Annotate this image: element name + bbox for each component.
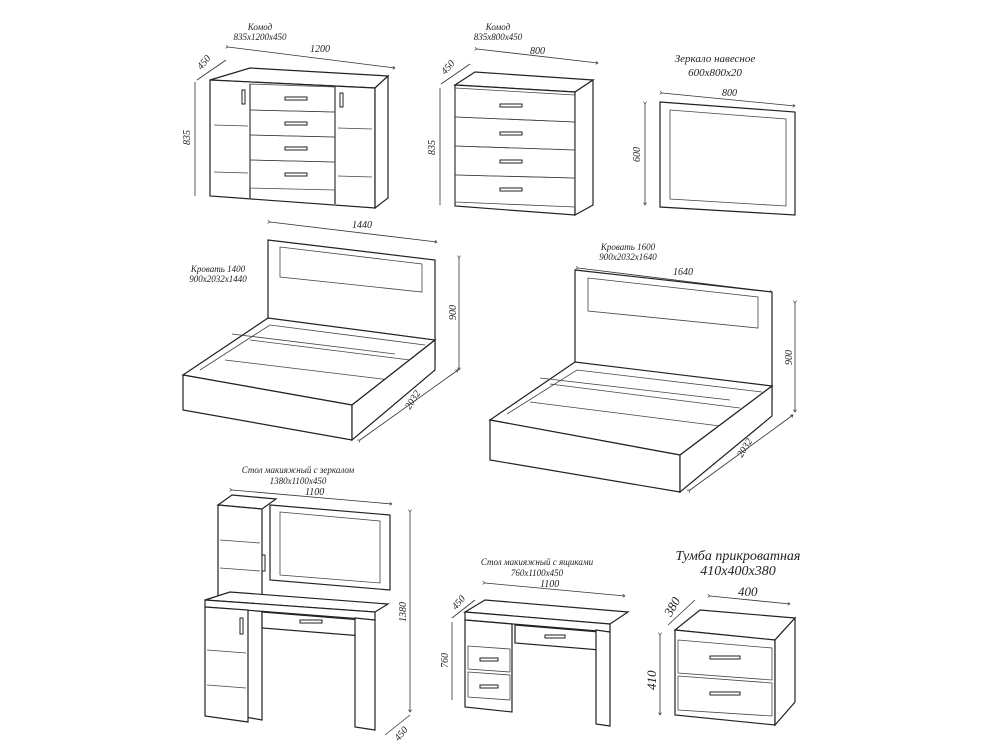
bed-1400-name: Кровать 1400 xyxy=(190,264,246,274)
vanity-mirror-height: 1380 xyxy=(398,602,409,622)
dresser-large-height: 835 xyxy=(182,130,193,145)
vanity-drawers-width: 1100 xyxy=(540,579,559,590)
nightstand-height: 410 xyxy=(644,670,659,690)
nightstand-width: 400 xyxy=(738,584,758,599)
dresser-small-height: 835 xyxy=(427,140,438,155)
dresser-small-width: 800 xyxy=(530,46,545,57)
dresser-large-size: 835x1200x450 xyxy=(234,32,287,42)
vanity-drawers-drawing: Стол макияжный с ящиками 760x1100x450 11… xyxy=(440,557,630,727)
vanity-drawers-depth: 450 xyxy=(450,594,468,613)
bed-1600-name: Кровать 1600 xyxy=(600,242,656,252)
mirror-name: Зеркало навесное xyxy=(675,53,756,65)
nightstand-size: 410x400x380 xyxy=(700,564,775,579)
vanity-drawers-height: 760 xyxy=(440,653,451,668)
nightstand-drawing: Тумба прикроватная 410x400x380 400 380 4… xyxy=(644,549,801,727)
vanity-drawers-name: Стол макияжный с ящиками xyxy=(481,557,594,567)
bed-1400-drawing: Кровать 1400 900x2032x1440 1440 900 2032 xyxy=(181,220,459,440)
bed-1600-width: 1640 xyxy=(673,267,693,278)
bed-1400-height: 900 xyxy=(448,305,459,320)
bed-1600-drawing: Кровать 1600 900x2032x1640 1640 900 2032 xyxy=(488,242,795,494)
nightstand-depth: 380 xyxy=(660,594,683,620)
dresser-small-size: 835x800x450 xyxy=(474,32,523,42)
dresser-large-depth: 450 xyxy=(195,53,213,72)
vanity-mirror-name: Стол макияжный с зеркалом xyxy=(242,465,355,475)
vanity-drawers-size: 760x1100x450 xyxy=(511,568,564,578)
dresser-large-name: Комод xyxy=(247,22,273,32)
bed-1600-size: 900x2032x1640 xyxy=(599,252,657,262)
mirror-height: 600 xyxy=(632,147,643,162)
vanity-mirror-size: 1380x1100x450 xyxy=(270,476,327,486)
vanity-mirror-drawing: Стол макияжный с зеркалом 1380x1100x450 … xyxy=(204,465,411,744)
dresser-small-name: Комод xyxy=(485,22,511,32)
dresser-large-width: 1200 xyxy=(310,44,330,55)
bed-1400-size: 900x2032x1440 xyxy=(189,274,247,284)
nightstand-name: Тумба прикроватная xyxy=(676,549,801,564)
mirror-drawing: Зеркало навесное 600x800x20 800 600 xyxy=(632,53,796,216)
dresser-small-drawing: Комод 835x800x450 800 450 835 xyxy=(427,22,598,217)
dresser-large-drawing: Комод 835x1200x450 1200 450 835 xyxy=(182,22,395,210)
bed-1400-width: 1440 xyxy=(352,220,372,231)
mirror-width: 800 xyxy=(722,88,737,99)
vanity-mirror-depth: 450 xyxy=(393,725,411,744)
mirror-size: 600x800x20 xyxy=(688,67,742,79)
vanity-mirror-width: 1100 xyxy=(305,487,324,498)
bed-1600-height: 900 xyxy=(784,350,795,365)
